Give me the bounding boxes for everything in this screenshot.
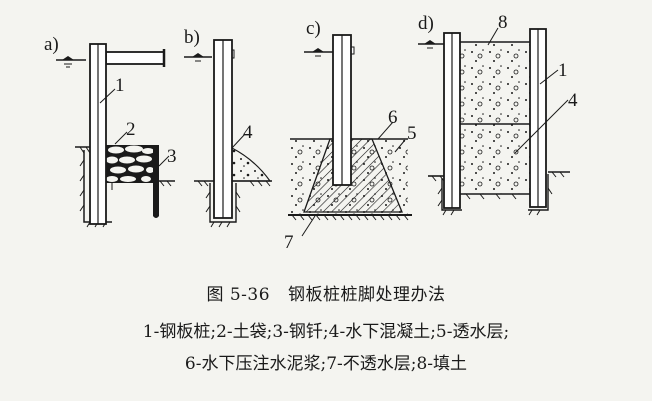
panel-a: a) 1 2 [44, 34, 177, 228]
figure-number: 图 5-36 [206, 285, 271, 305]
callout-2: 2 [126, 119, 136, 140]
water-level-icon [56, 56, 86, 68]
callout-7: 7 [284, 232, 294, 253]
panel-b: b) 4 [184, 27, 272, 228]
panel-b-label: b) [184, 27, 200, 48]
panel-c-label: c) [306, 18, 321, 39]
callout-1-d: 1 [558, 60, 568, 81]
callout-4: 4 [243, 122, 253, 143]
callout-6: 6 [388, 107, 398, 128]
sheet-pile-diagram: a) 1 2 [44, 12, 578, 253]
callout-4-d: 4 [568, 90, 578, 111]
figure-caption-title: 图 5-36 钢板桩桩脚处理办法 [0, 280, 652, 305]
callout-3: 3 [167, 146, 177, 167]
callout-8: 8 [498, 12, 508, 33]
panel-a-label: a) [44, 34, 59, 55]
legend-line-2: 6-水下压注水泥浆;7-不透水层;8-填土 [184, 354, 468, 374]
legend-line-1: 1-钢板桩;2-土袋;3-钢钎;4-水下混凝土;5-透水层; [142, 322, 510, 342]
water-level-icon [418, 40, 446, 49]
panel-d: d) 8 1 4 [418, 12, 578, 216]
callout-1: 1 [115, 75, 125, 96]
panel-d-label: d) [418, 13, 434, 34]
water-level-icon [184, 53, 212, 62]
panel-c: c) 6 5 7 [284, 18, 417, 253]
callout-5: 5 [407, 123, 417, 144]
water-level-icon [304, 48, 334, 57]
figure-title: 钢板桩桩脚处理办法 [288, 285, 446, 305]
